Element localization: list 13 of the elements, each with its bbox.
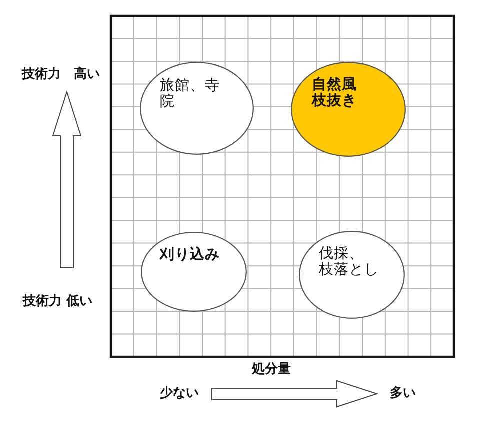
- node-label: 旅館、寺院: [160, 78, 221, 110]
- oval-node: [141, 232, 247, 312]
- node-label: 自然風枝抜き: [312, 77, 358, 109]
- node-label: 伐採、枝落とし: [319, 246, 380, 278]
- axis-label: 技術力 高い: [22, 68, 100, 82]
- axis-label: 多い: [390, 387, 416, 401]
- axis-label: 少ない: [160, 387, 199, 401]
- axis-label: 技術力 低い: [23, 295, 93, 309]
- oval-node: [140, 62, 254, 155]
- node-label: 刈り込み: [160, 247, 221, 263]
- oval-node: [299, 231, 405, 319]
- oval-node: [291, 62, 406, 157]
- axis-title: 処分量: [252, 363, 291, 377]
